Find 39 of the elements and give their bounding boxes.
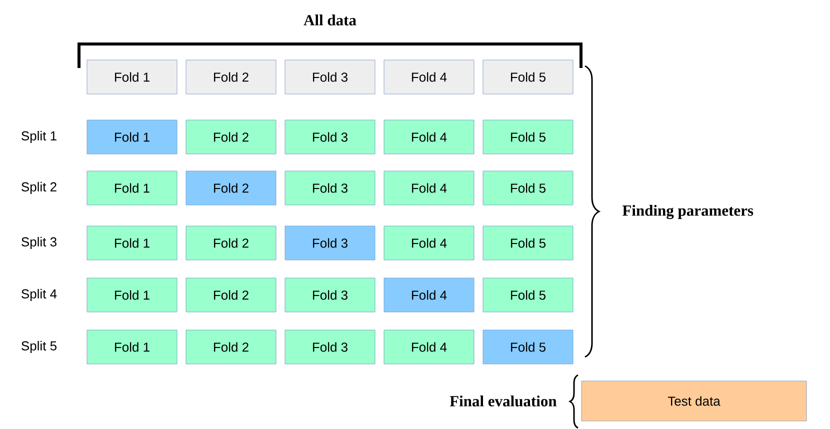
training-fold-box: Fold 1 [86, 170, 178, 206]
test-data-box: Test data [581, 380, 807, 422]
validation-fold-box: Fold 3 [284, 226, 376, 260]
training-fold-box: Fold 5 [482, 226, 574, 260]
training-fold-box: Fold 4 [384, 120, 474, 154]
row-label: Split 3 [22, 236, 56, 250]
validation-fold-box: Fold 1 [86, 120, 178, 154]
training-fold-box: Fold 1 [86, 278, 178, 312]
brace-label: Finding parameters [622, 204, 754, 220]
fold-box: Fold 4 [384, 60, 474, 94]
fold-box: Fold 3 [284, 60, 376, 94]
fold-box: Fold 5 [482, 60, 574, 94]
training-fold-box: Fold 5 [482, 278, 574, 312]
training-fold-box: Fold 2 [186, 330, 276, 364]
bracket-label: All data [304, 14, 356, 26]
training-fold-box: Fold 3 [284, 278, 376, 312]
validation-fold-box: Fold 5 [482, 330, 574, 364]
training-fold-box: Fold 3 [284, 120, 376, 154]
row-label: Split 4 [22, 288, 57, 302]
training-fold-box: Fold 3 [284, 170, 376, 206]
training-fold-box: Fold 3 [284, 330, 376, 364]
validation-fold-box: Fold 2 [186, 170, 276, 206]
training-fold-box: Fold 1 [86, 226, 178, 260]
training-fold-box: Fold 4 [384, 226, 474, 260]
brace-label: Final evaluation [450, 396, 557, 406]
training-fold-box: Fold 4 [384, 170, 474, 206]
training-fold-box: Fold 2 [186, 226, 276, 260]
training-fold-box: Fold 4 [384, 330, 474, 364]
row-label: Split 2 [22, 182, 56, 194]
fold-box: Fold 2 [186, 60, 276, 94]
training-fold-box: Fold 5 [482, 170, 574, 206]
validation-fold-box: Fold 4 [384, 278, 474, 312]
row-label: Split 5 [22, 340, 56, 354]
fold-box: Fold 1 [86, 60, 178, 94]
training-fold-box: Fold 5 [482, 120, 574, 154]
row-label: Split 1 [22, 130, 56, 144]
training-fold-box: Fold 2 [186, 278, 276, 312]
training-fold-box: Fold 1 [86, 330, 178, 364]
training-fold-box: Fold 2 [186, 120, 276, 154]
